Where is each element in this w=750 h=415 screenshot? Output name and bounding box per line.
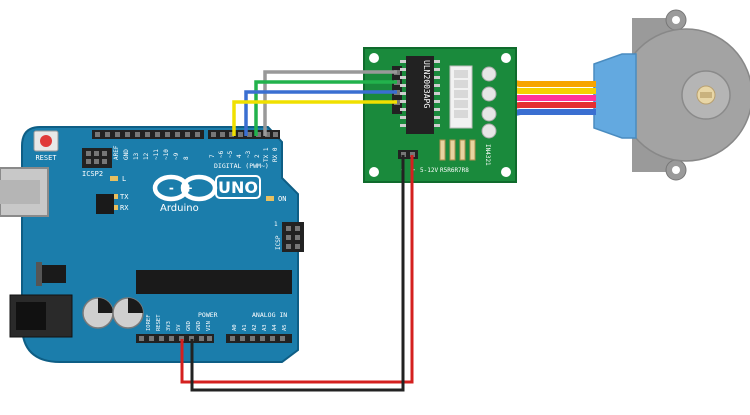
reset-label: RESET [35, 154, 57, 162]
capacitor-right [112, 297, 144, 329]
a3-label: A3 [262, 324, 268, 331]
pin-label-1: TX 1 [263, 147, 270, 162]
wire-black-gnd [190, 155, 405, 392]
wire-blue-in [244, 90, 397, 136]
uln2003-driver-board: ULN2003APG R5R6R7R8 IN4321 [363, 47, 517, 183]
wire-yellow-in [232, 100, 397, 136]
pin-label-0: RX 0 [272, 147, 279, 162]
power-pin-labels: IOREF RESET 3V3 5V GND GND VIN [146, 314, 212, 331]
gnd2-label: GND [196, 321, 202, 331]
usb-chip [96, 194, 114, 214]
dc-jack-hole [16, 302, 46, 330]
icsp-one-label: 1 [274, 221, 278, 228]
pin-label-6: ~6 [218, 150, 225, 158]
ioref-label: IOREF [146, 314, 152, 331]
pin-label-4: 4 [236, 154, 243, 158]
driver-power-voltage: 5-12V [420, 167, 438, 174]
driver-led-1 [481, 66, 497, 82]
pin-label-5: ~5 [227, 150, 234, 158]
reset-pin-label: RESET [156, 314, 162, 331]
power-header [136, 334, 214, 343]
driver-hole-tl [369, 53, 379, 63]
a1-label: A1 [242, 324, 248, 331]
usb-port-inner [0, 180, 40, 204]
uno-label: UNO [218, 178, 258, 197]
l-label: L [122, 175, 126, 183]
rx-label: RX [120, 204, 129, 212]
driver-led-4 [481, 123, 497, 139]
pin-label-8: 8 [183, 156, 190, 160]
icsp-label: ICSP [275, 235, 282, 250]
analog-label: ANALOG IN [252, 311, 287, 319]
capacitor-left [82, 297, 114, 329]
pin-label-10: ~10 [163, 149, 170, 160]
wire-red-5v [180, 155, 414, 384]
digital-label: DIGITAL (PWM~) [214, 162, 269, 170]
regulator-tab [36, 262, 42, 286]
driver-hole-bl [369, 167, 379, 177]
wire-green-in [254, 80, 397, 136]
arduino-label: Arduino [160, 203, 199, 214]
analog-header [226, 334, 292, 343]
icsp2-label: ICSP2 [82, 170, 103, 178]
pin-label-7: 7 [209, 154, 216, 158]
driver-hole-tr [501, 53, 511, 63]
pin-label-2: 2 [254, 154, 261, 158]
driver-led-3 [481, 106, 497, 122]
voltage-regulator [38, 265, 66, 283]
driver-motor-connector [449, 65, 473, 129]
reset-button[interactable] [33, 130, 59, 152]
driver-led-2 [481, 86, 497, 102]
signal-wires [232, 70, 397, 136]
3v3-label: 3V3 [166, 321, 172, 331]
in-label: IN4321 [484, 144, 491, 166]
digital-header-left [92, 130, 204, 139]
a4-label: A4 [272, 324, 278, 331]
driver-resistors [439, 139, 476, 161]
power-label: POWER [198, 311, 218, 319]
mount-hole-bottom-inner [672, 166, 680, 174]
resistor-label: R5R6R7R8 [440, 167, 469, 174]
icsp-header [282, 222, 304, 252]
pin-label-11: ~11 [153, 149, 160, 160]
wire-gray-in [263, 70, 397, 136]
a0-label: A0 [232, 324, 238, 331]
led-l [110, 176, 118, 181]
stepper-motor [593, 9, 750, 181]
analog-pin-labels: A0 A1 A2 A3 A4 A5 [232, 324, 288, 331]
shaft-flat [700, 92, 712, 98]
arduino-logo: -+ [152, 174, 218, 202]
arduino-uno-board: RESET ICSP2 [0, 126, 304, 363]
5v-label: 5V [176, 324, 182, 331]
driver-power-header [398, 150, 418, 159]
a5-label: A5 [282, 324, 288, 331]
a2-label: A2 [252, 324, 258, 331]
pin-label-3: ~3 [245, 150, 252, 158]
on-label: ON [278, 195, 286, 203]
digital-header-right [208, 130, 280, 139]
driver-hole-br [501, 167, 511, 177]
pin-label-13: 13 [133, 152, 140, 160]
aref-label: AREF [113, 145, 120, 160]
mount-hole-top-inner [672, 16, 680, 24]
uln2003-chip: ULN2003APG [400, 56, 440, 134]
gnd-label: GND [123, 149, 130, 160]
pin-label-9: ~9 [173, 152, 180, 160]
uno-badge: UNO [215, 175, 261, 199]
header-labels: AREF GND 13 12 ~11 ~10 ~9 8 7 ~6 ~5 4 ~3… [113, 145, 279, 162]
logo-symbol: -+ [168, 181, 202, 195]
gnd1-label: GND [186, 321, 192, 331]
atmega-chip [136, 270, 292, 294]
icsp2-header [82, 148, 112, 168]
vin-label: VIN [206, 321, 212, 331]
motor-cable-cap [593, 53, 637, 139]
chip-label: ULN2003APG [422, 60, 431, 108]
tx-label: TX [120, 193, 129, 201]
power-wires [180, 155, 414, 392]
pin-label-12: 12 [143, 152, 150, 160]
led-on [266, 196, 274, 201]
